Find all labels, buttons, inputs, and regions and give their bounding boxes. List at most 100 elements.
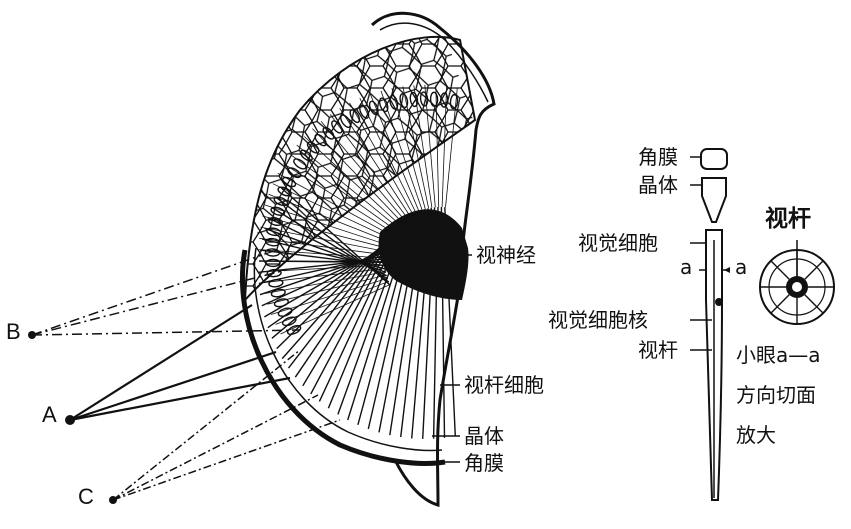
ommatidium-lens-bulb <box>449 93 459 110</box>
ommatidium-label-rod: 视杆 <box>638 338 678 362</box>
ommatidium-lens-bulb <box>273 196 289 207</box>
ommatidium-lens-bulb <box>265 237 281 247</box>
ommatidium-fiber <box>320 120 405 221</box>
ommatidium-cornea <box>700 148 728 170</box>
label-rod-cell: 视杆细胞 <box>464 373 544 397</box>
ommatidium-fiber <box>312 128 403 223</box>
viewpoint-c-dot <box>109 496 117 504</box>
ommatidium-lens-bulb <box>368 100 379 116</box>
ommatidium-fiber <box>337 216 411 415</box>
ommatidium-fiber <box>277 173 392 236</box>
ommatidium-fiber <box>283 163 394 234</box>
ommatidium-lens-bulb <box>378 97 389 113</box>
ommatidium-fiber <box>264 204 388 246</box>
ommatidium-fiber <box>287 230 396 369</box>
rod-cross-section <box>759 240 835 325</box>
viewpoint-a-label: A <box>42 402 57 427</box>
ommatidium-lens-bulb <box>286 324 302 336</box>
ommatidium-label-nucleus: 视觉细胞核 <box>548 308 648 332</box>
section-mark-right: a <box>735 255 748 279</box>
cross-section-caption-3: 放大 <box>736 423 776 447</box>
cross-section-spoke <box>804 294 824 314</box>
cornea-arc <box>239 249 446 466</box>
ommatidium-fiber <box>367 211 419 430</box>
ommatidium-lens-bulb <box>270 206 286 216</box>
ommatidium-fiber <box>359 98 417 213</box>
label-cornea: 角膜 <box>464 451 504 475</box>
viewpoint-a-dot <box>65 415 75 425</box>
eye-leader-lines <box>432 254 472 463</box>
cross-section-spoke <box>770 260 790 280</box>
ommatidium-fiber <box>260 226 387 252</box>
cross-section-title: 视杆 <box>765 206 811 232</box>
ommatidium-fiber <box>380 90 423 211</box>
ommatidium-fiber <box>349 102 414 215</box>
ommatidium-fiber <box>281 232 394 360</box>
ommatidium-fiber <box>440 206 446 438</box>
ommatidium-fiber <box>400 208 429 438</box>
viewpoint-c-label: C <box>78 484 94 509</box>
ommatidium-fiber <box>347 214 413 421</box>
ommatidium-lens-bulb <box>340 114 352 129</box>
ommatidium-fiber <box>444 207 456 437</box>
ommatidium-fiber <box>262 215 387 249</box>
ommatidium-lens-bulb <box>389 94 399 110</box>
ommatidium-fiber <box>411 207 432 439</box>
ommatidium-lens-bulb <box>429 91 439 107</box>
viewpoint-b-label: B <box>6 319 21 344</box>
cross-section-caption-2: 方向切面 <box>736 383 816 407</box>
ommatidium-fiber <box>389 209 426 436</box>
ommatidium-lens-bulb <box>266 268 282 278</box>
ommatidium-fiber <box>369 94 420 212</box>
ommatidium-fiber <box>357 212 416 425</box>
ommatidium-fiber <box>271 238 391 339</box>
ommatidium-fiber <box>318 220 405 402</box>
ommatidium-fiber <box>422 207 436 439</box>
ommatidium-fiber <box>294 227 398 378</box>
ommatidium-fiber <box>258 249 386 259</box>
label-lens: 晶体 <box>464 424 504 448</box>
ommatidium-lens-bulb <box>306 141 320 154</box>
ommatidium-lens-bulb <box>314 133 327 147</box>
ommatidium-label-visual-cell: 视觉细胞 <box>578 231 658 255</box>
ommatidium-detail <box>690 148 730 501</box>
ommatidium-label-lens: 晶体 <box>638 173 678 197</box>
label-optic-nerve: 视神经 <box>476 243 536 267</box>
ommatidium-lens-bulb <box>399 93 409 109</box>
ommatidium-fiber <box>259 237 386 256</box>
ommatidium-lens-bulb <box>264 248 281 257</box>
ommatidium-lens-bulb <box>282 176 297 188</box>
cross-section-spoke <box>804 260 824 280</box>
ommatidium-lens-bulb <box>331 120 343 134</box>
section-mark-left: a <box>680 255 693 279</box>
ommatidium-label-cornea: 角膜 <box>638 145 678 169</box>
ommatidium-lens-bulb <box>349 109 361 124</box>
ommatidium-fiber <box>432 206 439 439</box>
ommatidium-lens-bulb <box>267 217 283 226</box>
ommatidium-lens-bulb <box>322 126 335 140</box>
visual-cell-nucleus <box>715 298 723 306</box>
ommatidium-fiber <box>268 193 390 243</box>
ommatidium-fiber <box>327 218 408 409</box>
ommatidium-fiber <box>378 210 423 433</box>
ommatidium-fiber <box>272 183 391 240</box>
ommatidium-fiber <box>329 114 408 219</box>
ommatidium-lens-bulb <box>287 167 302 179</box>
ommatidium-lens-bulb <box>409 91 419 108</box>
ommatidium-lens <box>701 177 727 223</box>
cornea-arc-inner <box>253 247 443 452</box>
ommatidium-lens-bulb <box>439 92 449 108</box>
ommatidium-lens-bulb <box>277 186 292 197</box>
ommatidium-lens-bulb <box>265 258 281 268</box>
viewpoint-b-dot <box>28 331 36 339</box>
ommatidium-fiber <box>304 136 400 225</box>
ommatidium-fiber <box>289 153 396 231</box>
ommatidium-lens-bulb <box>266 227 282 237</box>
ommatidium-fiber <box>302 224 400 387</box>
ommatidium-fiber <box>296 144 398 228</box>
cross-section-caption-1: 小眼a—a <box>736 343 821 367</box>
sight-lines <box>31 254 341 501</box>
ommatidium-fiber <box>339 108 411 217</box>
